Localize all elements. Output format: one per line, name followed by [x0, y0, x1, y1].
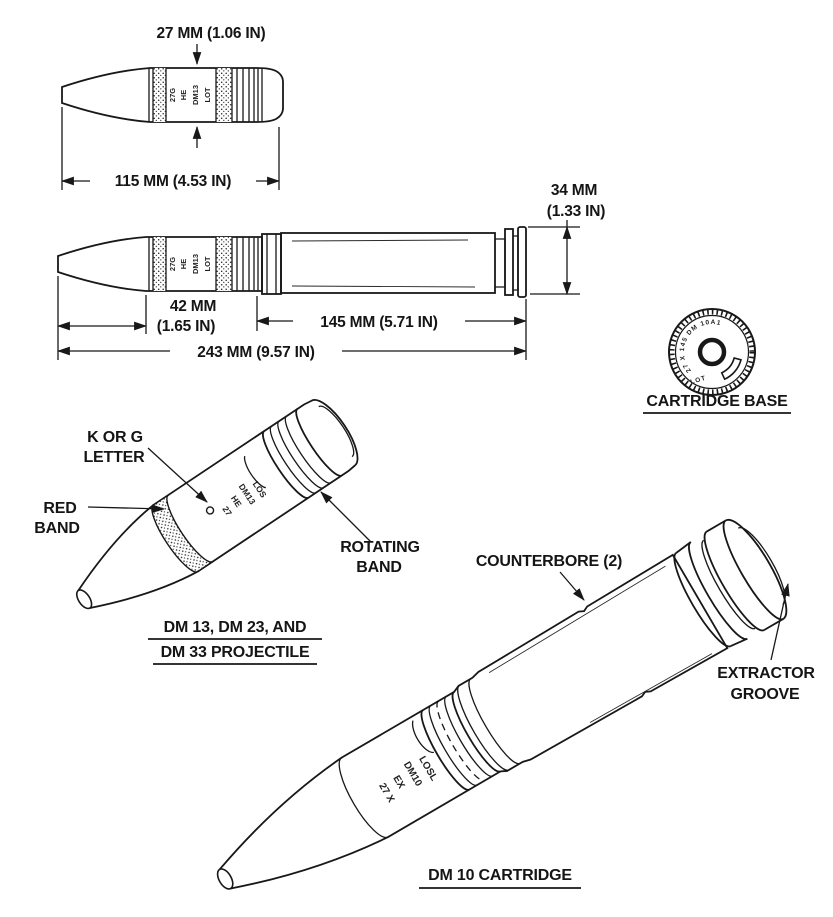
marking-text: HE — [179, 90, 188, 100]
crimp-mark — [720, 357, 742, 381]
label-rotating-band-line2: BAND — [356, 559, 401, 576]
marking-text: DM13 — [191, 254, 200, 274]
rotating-band-rings — [420, 691, 501, 791]
leader-k-or-g — [147, 447, 208, 503]
dm10-cartridge-drawing: 27 X EX DM10 LOSL — [216, 518, 816, 890]
dim-145mm: 145 MM (5.71 IN) — [320, 314, 437, 331]
dim-34mm-line2: (1.33 IN) — [547, 203, 606, 220]
label-red-band-line2: BAND — [34, 520, 79, 537]
label-k-or-g-line2: LETTER — [83, 449, 145, 466]
marking-text: 27G — [168, 88, 177, 102]
label-counterbore: COUNTERBORE (2) — [476, 553, 622, 570]
label-extractor-line2: GROOVE — [730, 686, 800, 703]
label-red-band-line1: RED — [43, 500, 76, 517]
dim-243mm: 243 MM (9.57 IN) — [197, 344, 314, 361]
marking-text: DM13 — [191, 85, 200, 105]
caption-cartridge-base: CARTRIDGE BASE — [646, 393, 788, 410]
dim-27mm: 27 MM (1.06 IN) — [157, 25, 266, 42]
top-projectile-markings: 27G HE DM13 LOT — [168, 85, 212, 105]
leader-counterbore — [559, 571, 585, 601]
cartridge-base-drawing: 27 X 145 DM 10A1 LOT CARTRIDGE BASE — [643, 308, 791, 414]
leader-rotating-band — [320, 491, 372, 543]
rotating-band-rings — [262, 408, 343, 499]
leader-red-band — [87, 504, 166, 514]
cartridge-side-view-drawing: 27G HE DM13 LOT 42 MM (1.65 IN) 145 — [56, 182, 606, 361]
projectile-tip — [216, 868, 234, 890]
caption-dm-projectile-line1: DM 13, DM 23, AND — [164, 619, 307, 636]
marking-text: 27G — [168, 257, 177, 271]
knurl-ring — [669, 309, 755, 395]
dim-34mm-line1: 34 MM — [551, 182, 597, 199]
dim-42mm-line2: (1.65 IN) — [157, 318, 216, 335]
stipple-band — [216, 68, 232, 122]
projectile-band-lines — [148, 68, 263, 122]
label-rotating-band-line1: ROTATING — [340, 539, 420, 556]
marking-text: HE — [179, 259, 188, 269]
stipple-band — [153, 68, 166, 122]
dm-projectile-drawing: 27 HE DM13 LOS K OR G LETTER RED BAND RO… — [34, 399, 420, 665]
caption-dm10-cartridge: DM 10 CARTRIDGE — [428, 867, 572, 884]
label-extractor-line1: EXTRACTOR — [717, 665, 815, 682]
stipple-band — [216, 237, 232, 291]
cartridge-band-lines — [148, 237, 259, 291]
stipple-band — [153, 237, 166, 291]
primer — [697, 337, 727, 367]
k-or-g-letter-mark — [205, 506, 215, 515]
cartridge-markings: 27G HE DM13 LOT — [168, 254, 212, 274]
top-projectile-drawing: 27G HE DM13 LOT 27 MM (1.06 IN) 115 MM (… — [60, 25, 284, 190]
dim-42mm-line1: 42 MM — [170, 298, 216, 315]
label-k-or-g-line1: K OR G — [87, 429, 143, 446]
caption-dm-projectile-line2: DM 33 PROJECTILE — [161, 644, 310, 661]
marking-text: LOT — [203, 256, 212, 271]
leader-extractor — [770, 582, 790, 661]
headstamp-lot-text: LOT — [690, 375, 708, 386]
cartridge-case — [261, 226, 527, 298]
projectile-tip — [75, 589, 93, 610]
marking-text: LOT — [203, 87, 212, 102]
dim-115mm: 115 MM (4.53 IN) — [115, 173, 232, 190]
